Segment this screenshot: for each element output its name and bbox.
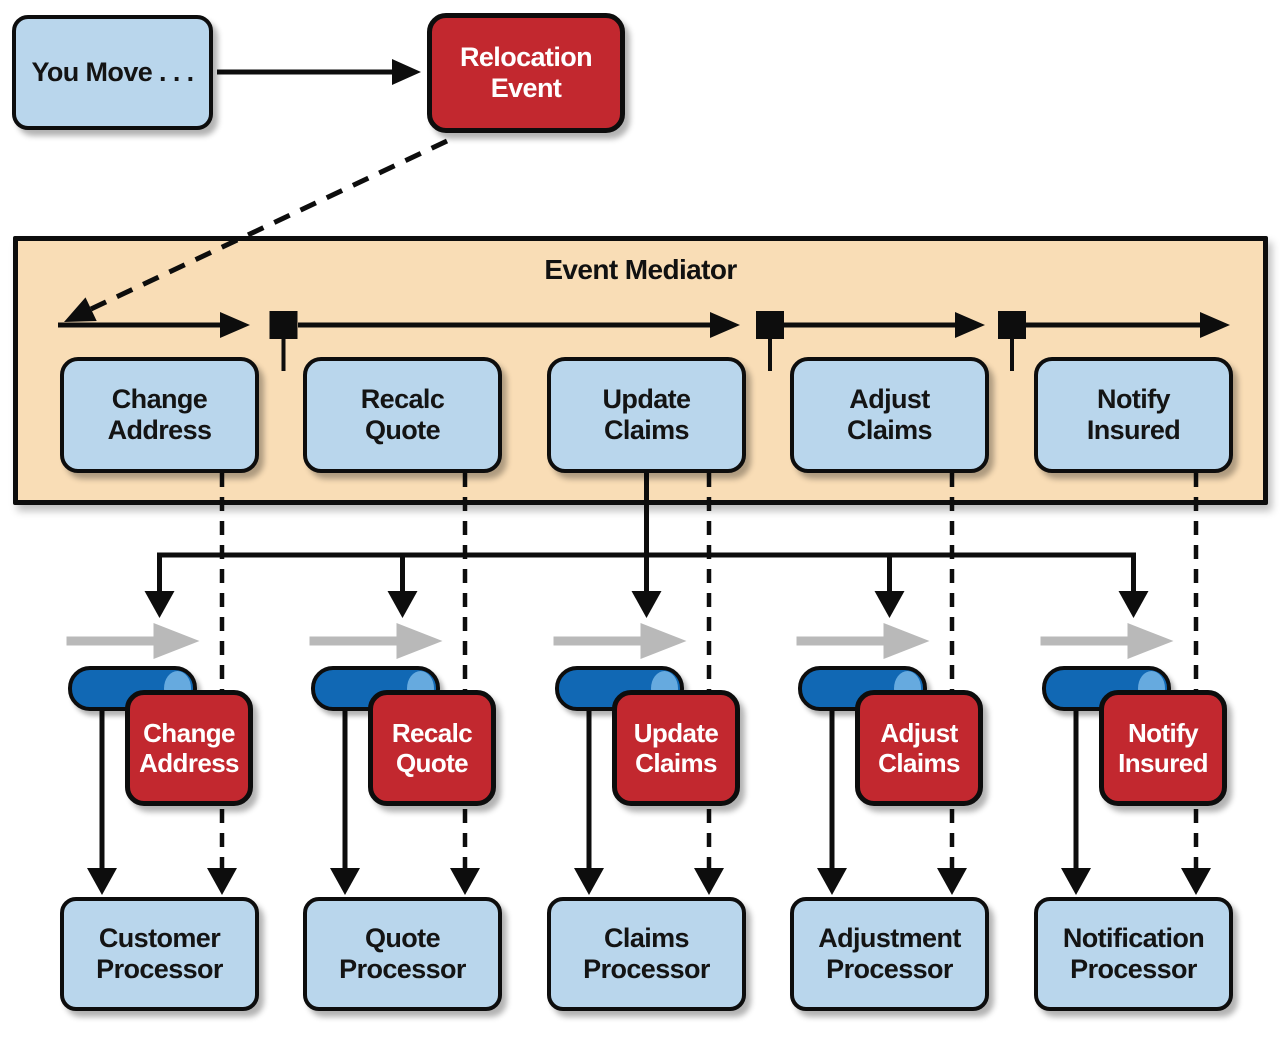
mediator-step-change-address: Change Address [60, 357, 259, 473]
initiating-event-label-line1: Relocation [459, 41, 593, 72]
trigger-label: You Move . . . [31, 56, 194, 87]
step-label: Recalc [360, 383, 445, 414]
trigger-box: You Move . . . [12, 15, 213, 130]
processor-adjustment: Adjustment Processor [790, 897, 989, 1011]
channel-event-update-claims: Update Claims [612, 690, 740, 806]
processor-label: Notification [1062, 922, 1205, 953]
event-label: Recalc [391, 717, 473, 748]
step-label: Change [111, 383, 208, 414]
processor-label: Quote [365, 922, 441, 953]
initiating-event-box: Relocation Event [427, 13, 625, 133]
step-label: Address [107, 415, 212, 445]
processor-label: Processor [826, 954, 953, 984]
event-label: Insured [1118, 748, 1208, 778]
channel-event-notify-insured: Notify Insured [1099, 690, 1227, 806]
event-label: Update [633, 717, 719, 748]
trigger-to-event-arrow [217, 59, 421, 85]
processor-label: Claims [604, 922, 690, 953]
event-label: Change [143, 717, 235, 748]
processor-claims: Claims Processor [547, 897, 746, 1011]
mediator-step-notify-insured: Notify Insured [1034, 357, 1233, 473]
mediator-step-recalc-quote: Recalc Quote [303, 357, 502, 473]
step-label: Claims [847, 415, 933, 445]
event-label: Notify [1127, 717, 1199, 748]
step-label: Adjust [849, 383, 930, 414]
step-label: Claims [604, 415, 690, 445]
event-label: Claims [878, 748, 960, 778]
step-label: Insured [1086, 415, 1181, 445]
step-label: Notify [1097, 383, 1171, 414]
channel-event-change-address: Change Address [125, 690, 253, 806]
processor-label: Processor [339, 954, 466, 984]
processor-notification: Notification Processor [1034, 897, 1233, 1011]
event-label: Quote [395, 748, 469, 778]
event-label: Adjust [880, 717, 958, 748]
processor-customer: Customer Processor [60, 897, 259, 1011]
event-label: Claims [635, 748, 717, 778]
channel-event-adjust-claims: Adjust Claims [855, 690, 983, 806]
channel-event-recalc-quote: Recalc Quote [368, 690, 496, 806]
processor-label: Customer [98, 922, 221, 953]
event-label: Address [139, 748, 239, 778]
processor-label: Adjustment [818, 922, 961, 953]
event-mediator-title: Event Mediator [544, 254, 737, 285]
channel-direction-arrows [66, 623, 1174, 659]
processor-label: Processor [96, 954, 223, 984]
step-label: Quote [365, 415, 441, 445]
processor-quote: Quote Processor [303, 897, 502, 1011]
initiating-event-label-line2: Event [490, 73, 562, 103]
mediator-step-update-claims: Update Claims [547, 357, 746, 473]
processor-label: Processor [1070, 954, 1197, 984]
processor-label: Processor [583, 954, 710, 984]
mediator-step-adjust-claims: Adjust Claims [790, 357, 989, 473]
step-label: Update [602, 383, 692, 414]
